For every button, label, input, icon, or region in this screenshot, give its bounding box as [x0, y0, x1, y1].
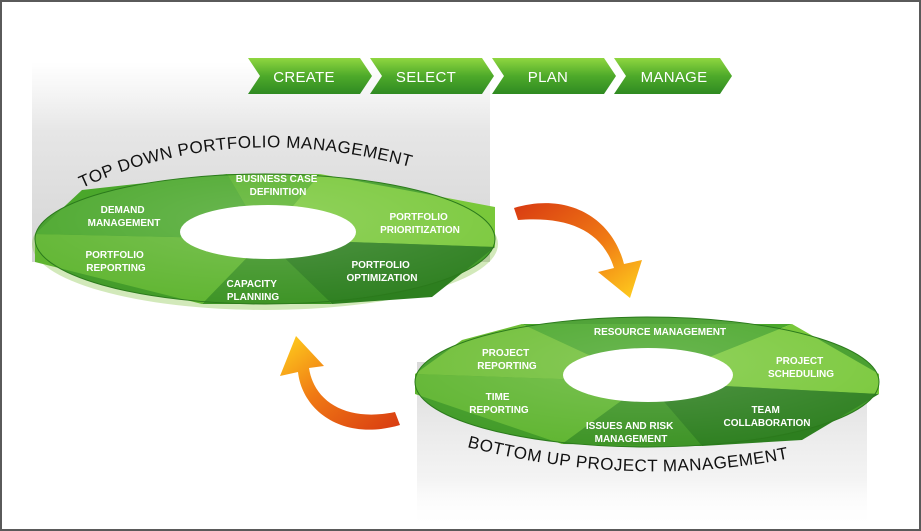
label-portfolio-prioritization: PORTFOLIO PRIORITIZATION	[380, 212, 460, 236]
label-time-reporting: TIME REPORTING	[469, 392, 529, 416]
step-create: CREATE	[248, 58, 372, 94]
top-ring: BUSINESS CASE DEFINITION PORTFOLIO PRIOR…	[32, 173, 498, 310]
label-project-reporting: PROJECT REPORTING	[477, 348, 537, 372]
arrow-up-left-icon	[280, 336, 400, 430]
bottom-ring-hole	[563, 348, 733, 402]
step-select-label: SELECT	[396, 69, 456, 86]
label-portfolio-reporting: PORTFOLIO REPORTING	[85, 250, 146, 274]
step-create-label: CREATE	[273, 69, 335, 86]
label-demand-management: DEMAND MANAGEMENT	[88, 205, 161, 229]
step-plan: PLAN	[492, 58, 616, 94]
label-portfolio-optimization: PORTFOLIO OPTIMIZATION	[347, 260, 418, 284]
step-manage: MANAGE	[614, 58, 732, 94]
label-business-case: BUSINESS CASE DEFINITION	[236, 174, 320, 198]
label-resource-management: RESOURCE MANAGEMENT	[594, 327, 726, 338]
label-issues-risk: ISSUES AND RISK MANAGEMENT	[586, 421, 676, 445]
step-manage-label: MANAGE	[641, 69, 708, 86]
top-ring-hole	[180, 205, 356, 259]
step-plan-label: PLAN	[528, 69, 568, 86]
label-project-scheduling: PROJECT SCHEDULING	[768, 356, 834, 380]
process-steps: CREATE SELECT PLAN MANAGE	[248, 58, 732, 94]
step-select: SELECT	[370, 58, 494, 94]
label-capacity-planning: CAPACITY PLANNING	[227, 279, 280, 303]
bottom-ring: RESOURCE MANAGEMENT PROJECT SCHEDULING T…	[414, 316, 880, 448]
label-team-collaboration: TEAM COLLABORATION	[723, 405, 810, 429]
arrow-down-right-icon	[514, 203, 642, 298]
